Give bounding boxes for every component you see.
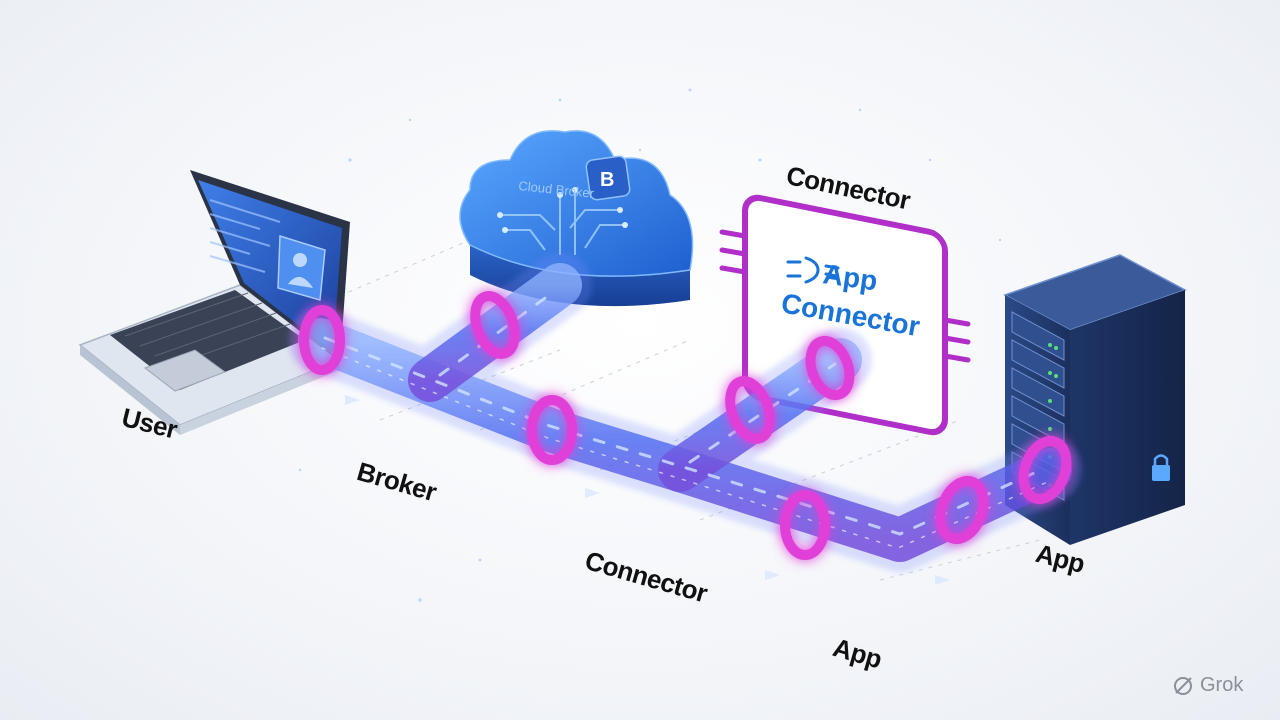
pipe-rings: [299, 291, 1072, 560]
lock-icon: [1152, 454, 1170, 481]
cloud-badge-letter: B: [600, 169, 614, 191]
data-pipeline: [288, 253, 1082, 585]
watermark: Grok: [1172, 674, 1243, 697]
grok-logo-icon: [1172, 675, 1194, 697]
watermark-text: Grok: [1200, 674, 1244, 696]
background-sparkles: [298, 88, 1002, 602]
app-connector-line1: App: [821, 258, 879, 296]
user-profile-icon: [277, 234, 326, 301]
laptop-icon: [78, 170, 350, 435]
plug-icon: [786, 256, 840, 284]
cloud-badge: [585, 155, 631, 201]
